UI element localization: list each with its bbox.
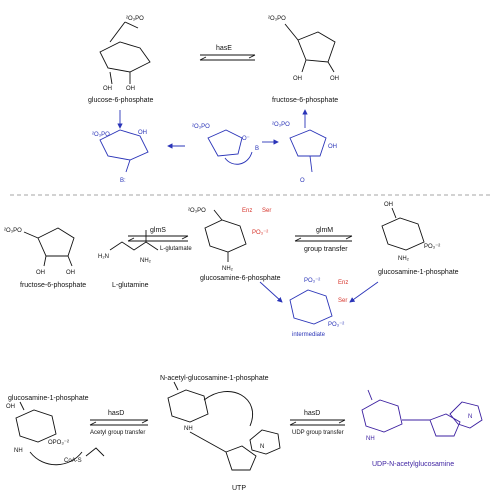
po3-atom: ²O₃PO [126, 16, 144, 22]
oxyanion-atom: O⁻ [242, 136, 250, 142]
intermediate-label: intermediate [292, 332, 326, 338]
coa-atom: CoA-S [64, 458, 82, 464]
oh-atom: OH [330, 76, 339, 82]
ser-label: Ser [338, 298, 347, 304]
enz-label: Enz [338, 280, 348, 286]
udp-nag-structure: NH N [361, 389, 483, 442]
glucose-6-phosphate-label: glucose-6-phosphate [88, 97, 153, 104]
po3-2-label: PO₃⁻² [252, 230, 268, 236]
glucosamine6p-structure: ²O₃PO NH₂ Enz Ser PO₃⁻² [188, 208, 271, 272]
h2n-atom: H₂N [98, 254, 109, 260]
uracil-n-atom: N [260, 444, 264, 450]
hasd-arrow-2 [289, 419, 346, 426]
hasd-enzyme-label: hasD [108, 410, 124, 417]
section3-glucosamine1p-structure: OH OPO₃⁻² NH CoA-S [6, 401, 105, 466]
glms-enzyme-label: glmS [150, 227, 166, 234]
mechanism-intermediate-3: ²O₃PO OH O [272, 122, 337, 184]
glucosamine-6-phosphate-label: glucosamine-6-phosphate [200, 275, 281, 282]
fructose-6-phosphate-label: fructose-6-phosphate [20, 282, 86, 289]
up-right-arrow [349, 281, 379, 303]
udp-n-acetylglucosamine-label: UDP-N-acetylglucosamine [372, 461, 454, 468]
oh-atom: OH [138, 130, 147, 136]
po3-atom: ²O₃PO [188, 208, 206, 214]
oh-atom: OH [36, 270, 45, 276]
po3-atom: PO₃⁻² [328, 322, 344, 328]
hasd-enzyme-label: hasD [304, 410, 320, 417]
po3-atom: ²O₃PO [192, 124, 210, 130]
opo3-atom: OPO₃⁻² [48, 440, 69, 446]
n-acetyl-glucosamine-1-phosphate-label: N-acetyl-glucosamine-1-phosphate [160, 375, 269, 382]
group-transfer-label: group transfer [304, 246, 348, 253]
base-h-atom: B [255, 146, 259, 152]
hase-enzyme-label: hasE [216, 45, 232, 52]
glmm-arrow [294, 235, 353, 242]
oh-atom: OH [126, 86, 135, 92]
po3-atom: ²O₃PO [92, 132, 110, 138]
nh-atom: NH [184, 426, 193, 432]
carbonyl-atom: O [300, 178, 305, 184]
section1-fructose6p-structure: ²O₃PO OH OH [268, 16, 339, 82]
section1-hase-arrow [199, 54, 256, 61]
oh-atom: OH [293, 76, 302, 82]
nh2-atom: NH₂ [140, 258, 152, 264]
intermediate-structure: PO₃⁻² PO₃⁻² Enz Ser [289, 278, 348, 328]
down-right-arrow [259, 281, 283, 303]
glutamine-structure: H₂N NH₂ [98, 230, 159, 264]
nh2-atom: NH₂ [398, 256, 410, 262]
nh-atom: NH [14, 448, 23, 454]
glmm-enzyme-label: glmM [316, 227, 333, 234]
po3-atom: ²O₃PO [268, 16, 286, 22]
nh-atom: NH [366, 436, 375, 442]
oh-atom: OH [66, 270, 75, 276]
nh2-atom: NH₂ [222, 266, 234, 272]
base-atom: B: [120, 178, 126, 184]
udp-transfer-label: UDP group transfer [292, 430, 344, 436]
acetyl-transfer-label: Acetyl group transfer [90, 430, 145, 436]
ser-label: Ser [262, 208, 271, 214]
mechanism-intermediate-2: ²O₃PO O⁻ B [192, 124, 259, 165]
glms-arrow [127, 235, 189, 242]
section1-glucose6p-structure: ²O₃PO OH OH [99, 16, 151, 92]
glucosamine-1-phosphate-label: glucosamine-1-phosphate [8, 395, 89, 402]
glucosamine-1-phosphate-label: glucosamine-1-phosphate [378, 269, 459, 276]
glucosamine1p-structure: OH PO₃⁻² NH₂ [381, 202, 440, 262]
hasd-arrow-1 [89, 419, 149, 426]
uracil-n-atom: N [468, 414, 472, 420]
po3-atom: ²O₃PO [272, 122, 290, 128]
oh-atom: OH [103, 86, 112, 92]
po3-atom: ²O₃PO [4, 228, 22, 234]
l-glutamate-label: L-glutamate [160, 246, 192, 252]
ho-atom: OH [384, 202, 393, 208]
utp-label: UTP [232, 485, 246, 492]
section2-fructose6p-structure: ²O₃PO OH OH [4, 227, 75, 276]
mechanism-intermediate-1: ²O₃PO OH B: [92, 129, 149, 184]
opo3-atom: PO₃⁻² [424, 244, 440, 250]
l-glutamine-label: L-glutamine [112, 282, 149, 289]
enz-label: Enz [242, 208, 252, 214]
oh-atom: OH [328, 144, 337, 150]
ho-atom: OH [6, 404, 15, 410]
po3-atom: PO₃⁻² [304, 278, 320, 284]
nag1p-utp-structure: NH N [167, 381, 281, 471]
fructose-6-phosphate-label: fructose-6-phosphate [272, 97, 338, 104]
